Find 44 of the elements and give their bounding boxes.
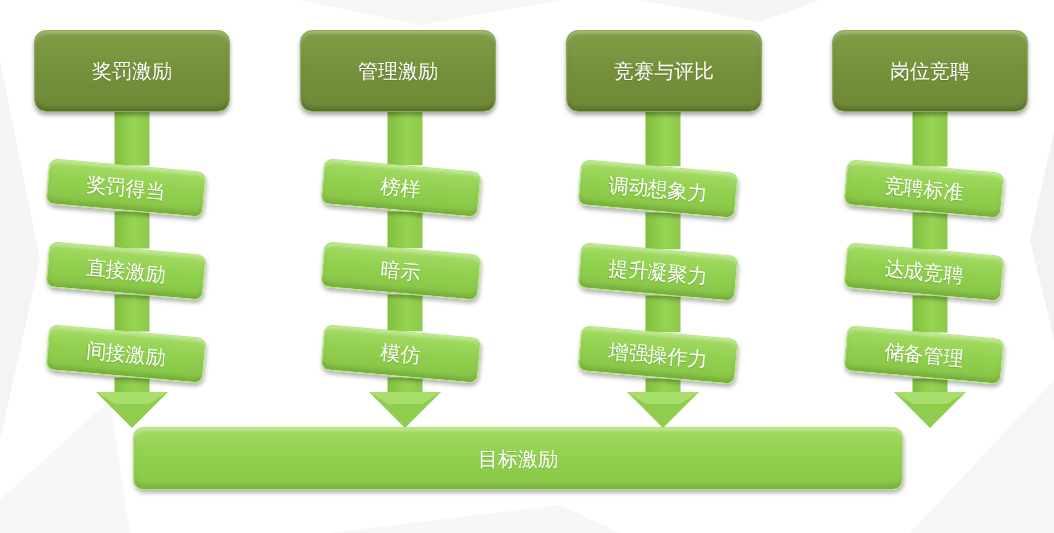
category-box — [300, 30, 496, 112]
step-label: 间接激励 — [85, 338, 167, 370]
step-label: 增强操作力 — [607, 338, 709, 372]
connector-bar — [387, 112, 423, 166]
category-label: 奖罚激励 — [92, 59, 172, 83]
arrow — [627, 378, 699, 428]
category-label: 管理激励 — [358, 59, 438, 83]
goal-box — [133, 427, 903, 490]
step-label: 暗示 — [380, 257, 422, 285]
step-label: 榜样 — [380, 174, 422, 202]
step-label: 调动想象力 — [607, 172, 709, 206]
category-label: 竞赛与评比 — [614, 59, 714, 83]
step-box — [843, 242, 1005, 302]
arrow — [369, 377, 441, 428]
step-box — [577, 242, 739, 302]
category-label: 岗位竞聘 — [890, 59, 970, 83]
connector-bar — [114, 112, 150, 166]
step-box — [843, 325, 1005, 385]
category-box — [566, 30, 762, 112]
step-label: 达成竞聘 — [883, 256, 965, 288]
step-box — [45, 241, 207, 301]
step-box — [320, 158, 482, 218]
step-box — [843, 159, 1005, 219]
category-box — [34, 30, 230, 112]
arrow — [96, 377, 168, 428]
goal-label: 目标激励 — [478, 446, 558, 471]
step-label: 模仿 — [380, 340, 422, 368]
step-box — [577, 159, 739, 219]
step-label: 储备管理 — [883, 339, 965, 371]
step-label: 奖罚得当 — [85, 172, 167, 204]
step-label: 提升凝聚力 — [607, 255, 709, 289]
connector-bar — [912, 112, 948, 167]
step-label: 竞聘标准 — [883, 173, 965, 205]
connector-bar — [645, 112, 681, 167]
step-label: 直接激励 — [85, 255, 167, 287]
step-box — [577, 325, 739, 385]
step-box — [45, 324, 207, 384]
connector-bar — [387, 211, 423, 249]
arrow — [894, 378, 966, 428]
connector-bar — [645, 212, 681, 250]
step-box — [320, 324, 482, 384]
category-box — [832, 30, 1028, 112]
step-box — [320, 241, 482, 301]
step-box — [45, 158, 207, 218]
